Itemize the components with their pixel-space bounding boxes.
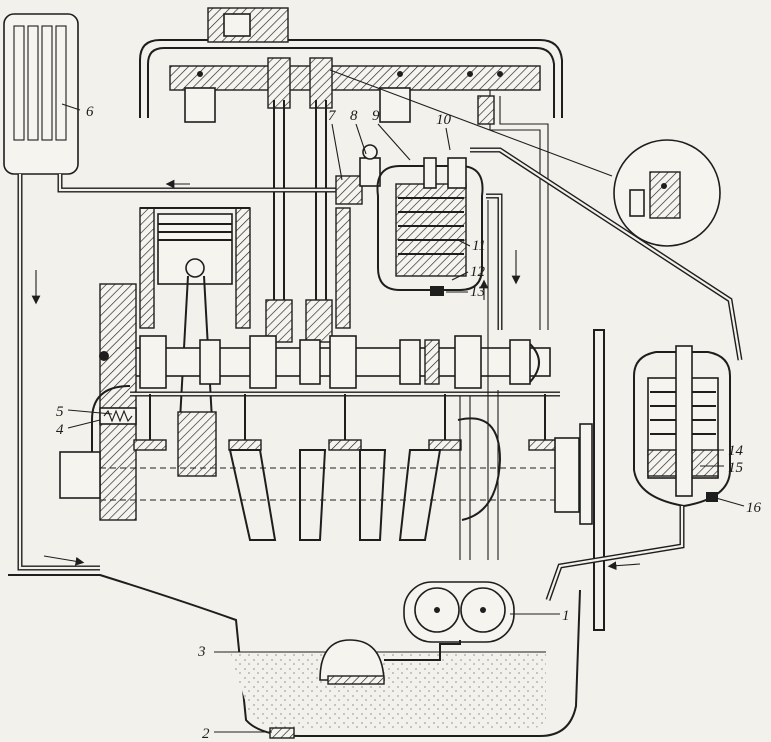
oil-pump <box>403 581 515 643</box>
rocker-cover <box>139 7 563 118</box>
pulley <box>593 329 605 631</box>
camshaft <box>109 335 551 389</box>
head-oil-gallery <box>477 90 549 330</box>
timing-gear <box>99 283 137 521</box>
label-13: 13 <box>470 284 485 300</box>
label-12: 12 <box>470 264 486 280</box>
label-7: 7 <box>328 108 337 124</box>
detail-callout <box>329 69 721 247</box>
label-14: 14 <box>728 443 744 459</box>
oil-sump <box>8 574 581 739</box>
label-8: 8 <box>350 108 358 124</box>
leader-lines <box>61 103 745 733</box>
cooler-valve <box>335 144 381 205</box>
cylinder-block <box>139 207 351 329</box>
coarse-filter <box>376 157 484 296</box>
piston <box>157 213 233 477</box>
label-11: 11 <box>472 238 486 254</box>
rocker-shaft <box>169 57 541 123</box>
pressure-pipes <box>459 193 521 560</box>
label-10: 10 <box>436 112 452 128</box>
label-5: 5 <box>56 404 64 420</box>
label-6: 6 <box>86 104 94 120</box>
label-15: 15 <box>728 460 744 476</box>
label-2: 2 <box>202 726 210 742</box>
fine-filter-supply-pipe <box>470 147 743 361</box>
oil-cooler <box>3 13 79 175</box>
relief-valve <box>91 385 137 452</box>
callout-numbers: 1 2 3 4 5 6 7 8 9 10 11 12 13 14 15 16 <box>56 104 762 742</box>
fine-filter <box>633 345 731 508</box>
push-rods <box>265 100 333 343</box>
cooler-return-pipe <box>17 174 340 571</box>
label-16: 16 <box>746 500 762 516</box>
label-9: 9 <box>372 108 380 124</box>
label-1: 1 <box>562 608 570 624</box>
crankshaft <box>59 417 593 541</box>
label-4: 4 <box>56 422 64 438</box>
label-3: 3 <box>197 644 206 660</box>
fine-filter-drain-pipe <box>545 506 685 601</box>
oil-strainer <box>319 639 461 685</box>
